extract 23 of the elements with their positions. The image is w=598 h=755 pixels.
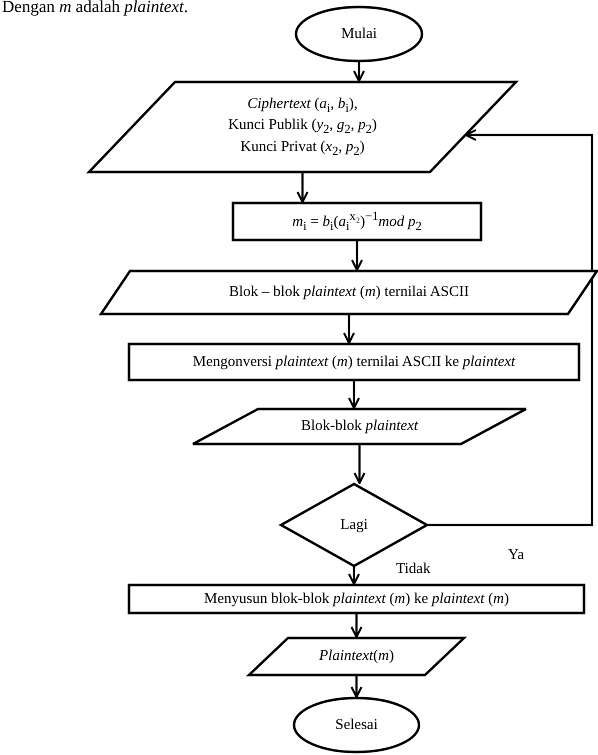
- flow-arrow: [351, 241, 363, 271]
- step-text: Mengonversi plaintext (m) ternilai ASCII ke plaintext: [192, 352, 516, 372]
- decision-label: Lagi: [340, 516, 368, 534]
- flow-arrow: [343, 315, 355, 344]
- flow-arrow: [350, 676, 362, 698]
- flow-arrow: [348, 567, 360, 585]
- step-text: Kunci Privat (x$_{2}$, p$_{2}$): [240, 138, 365, 160]
- note-text: Dengan m adalah plaintext.: [0, 0, 190, 17]
- step-text: m$_{i}$ = b$_{i}$(a$_{i}$$^{x₂}$)$^{−1}$mod p$_{2}$: [292, 208, 422, 234]
- step-text: Blok-blok plaintext: [300, 417, 418, 436]
- flow-arrow: [296, 173, 308, 203]
- step-text: Plaintext(m): [319, 647, 394, 666]
- terminator-label: Selesai: [335, 716, 378, 734]
- flow-arrow: [354, 445, 366, 484]
- flow-arrow: [428, 129, 594, 526]
- step-text: Blok – blok plaintext (m) ternilai ASCII: [228, 283, 469, 302]
- step-text: Ciphertext (a$_{i}$, b$_{i}$),: [247, 94, 358, 116]
- flow-arrow: [350, 614, 362, 638]
- flow-arrow: [348, 381, 360, 409]
- terminator-label: Mulai: [341, 24, 377, 44]
- step-text: Menyusun blok-blok plaintext (m) ke plaintext (m): [204, 590, 509, 608]
- step-text: Kunci Publik (y$_{2}$, g$_{2}$, p$_{2}$): [228, 116, 377, 138]
- flow-arrow: [353, 62, 365, 82]
